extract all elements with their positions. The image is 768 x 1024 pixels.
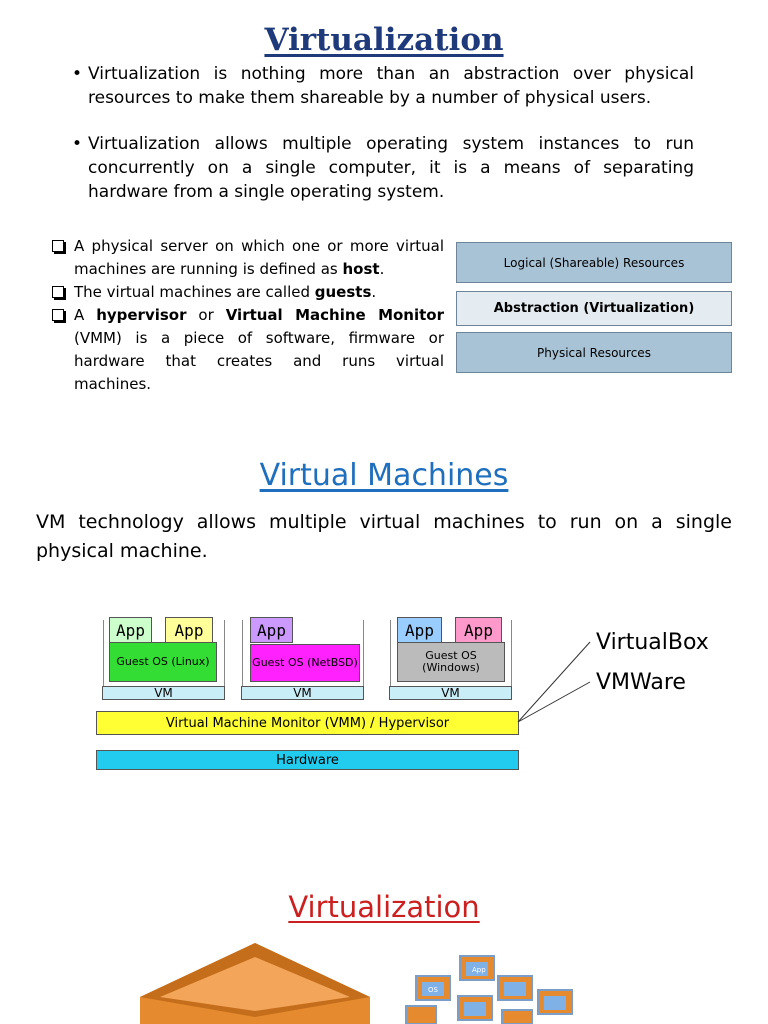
- section-title-virtualization: Virtualization: [288, 890, 480, 924]
- bullet-dot: •: [72, 64, 83, 84]
- vm-box: VM: [241, 686, 364, 700]
- vm-wall: [103, 620, 104, 686]
- hardware-bar: Hardware: [96, 750, 519, 770]
- product-virtualbox: VirtualBox: [596, 630, 709, 655]
- section-title-virtual-machines: Virtual Machines: [259, 458, 509, 493]
- checklist-text: .: [379, 260, 385, 278]
- bullet-text: Virtualization allows multiple operating…: [88, 134, 694, 202]
- vm-wall: [242, 620, 243, 686]
- vm-cube-icon: [415, 975, 451, 1001]
- box-inner: [160, 957, 350, 1011]
- vm-cube-icon: [497, 975, 533, 1001]
- vm-wall: [511, 620, 512, 686]
- vm-wall: [224, 620, 225, 686]
- checklist-text: A physical server on which one or more v…: [74, 237, 444, 278]
- checkbox-icon: [52, 286, 64, 298]
- hypervisor-bar: Virtual Machine Monitor (VMM) / Hypervis…: [96, 711, 519, 735]
- checklist-item: The virtual machines are called guests.: [52, 281, 444, 304]
- checklist-bold: guests: [314, 283, 372, 301]
- pointer-lines: [517, 641, 591, 723]
- layer-physical-resources: Physical Resources: [456, 332, 732, 373]
- guest-os-netbsd: Guest OS (NetBSD): [250, 644, 360, 682]
- checklist-text: (VMM) is a piece of software, firmware o…: [74, 329, 444, 393]
- vm-cube-icon: [537, 989, 573, 1015]
- layer-abstraction: Abstraction (Virtualization): [456, 291, 732, 326]
- checkbox-icon: [52, 240, 64, 252]
- checklist-text: The virtual machines are called: [74, 283, 315, 301]
- checklist-bold: Virtual Machine Monitor: [225, 306, 444, 324]
- pointer-line: [517, 641, 591, 723]
- checklist: A physical server on which one or more v…: [52, 235, 444, 396]
- vm-description: VM technology allows multiple virtual ma…: [36, 511, 732, 562]
- bullet-dot: •: [72, 134, 83, 154]
- app-box: App: [165, 617, 213, 643]
- product-vmware: VMWare: [596, 670, 686, 695]
- icon-os-label: OS: [428, 986, 439, 994]
- vm-cube-icon: [459, 955, 495, 981]
- checklist-text: .: [371, 283, 377, 301]
- vm-box: VM: [102, 686, 225, 700]
- checklist-bold: hypervisor: [96, 306, 187, 324]
- app-box: App: [397, 617, 442, 643]
- checklist-item: A physical server on which one or more v…: [52, 235, 444, 281]
- checklist-text: A: [74, 306, 97, 324]
- virtual-boxes-illustration: App OS: [405, 955, 573, 1024]
- checklist-bold: host: [342, 260, 380, 278]
- guest-os-windows: Guest OS (Windows): [397, 642, 505, 682]
- checkbox-icon: [52, 309, 64, 321]
- app-box: App: [455, 617, 502, 643]
- pointer-line: [517, 681, 591, 723]
- app-box: App: [250, 617, 293, 643]
- server-box-illustration: [140, 943, 370, 1024]
- bullet-item: • Virtualization is nothing more than an…: [72, 62, 694, 110]
- vm-wall: [390, 620, 391, 686]
- vm-wall: [363, 620, 364, 686]
- page-title: Virtualization: [264, 22, 504, 58]
- vm-cube-icon: [457, 995, 493, 1021]
- checklist-text: or: [186, 306, 226, 324]
- vm-cube-icon: [405, 1005, 437, 1024]
- icon-app-label: App: [472, 966, 486, 974]
- bullet-text: Virtualization is nothing more than an a…: [88, 64, 694, 108]
- vm-cube-icon: [501, 1009, 533, 1024]
- layer-logical-resources: Logical (Shareable) Resources: [456, 242, 732, 283]
- bullet-item: • Virtualization allows multiple operati…: [72, 132, 694, 204]
- checklist-item: A hypervisor or Virtual Machine Monitor …: [52, 304, 444, 396]
- app-box: App: [109, 617, 152, 643]
- vm-box: VM: [389, 686, 512, 700]
- guest-os-linux: Guest OS (Linux): [109, 642, 217, 682]
